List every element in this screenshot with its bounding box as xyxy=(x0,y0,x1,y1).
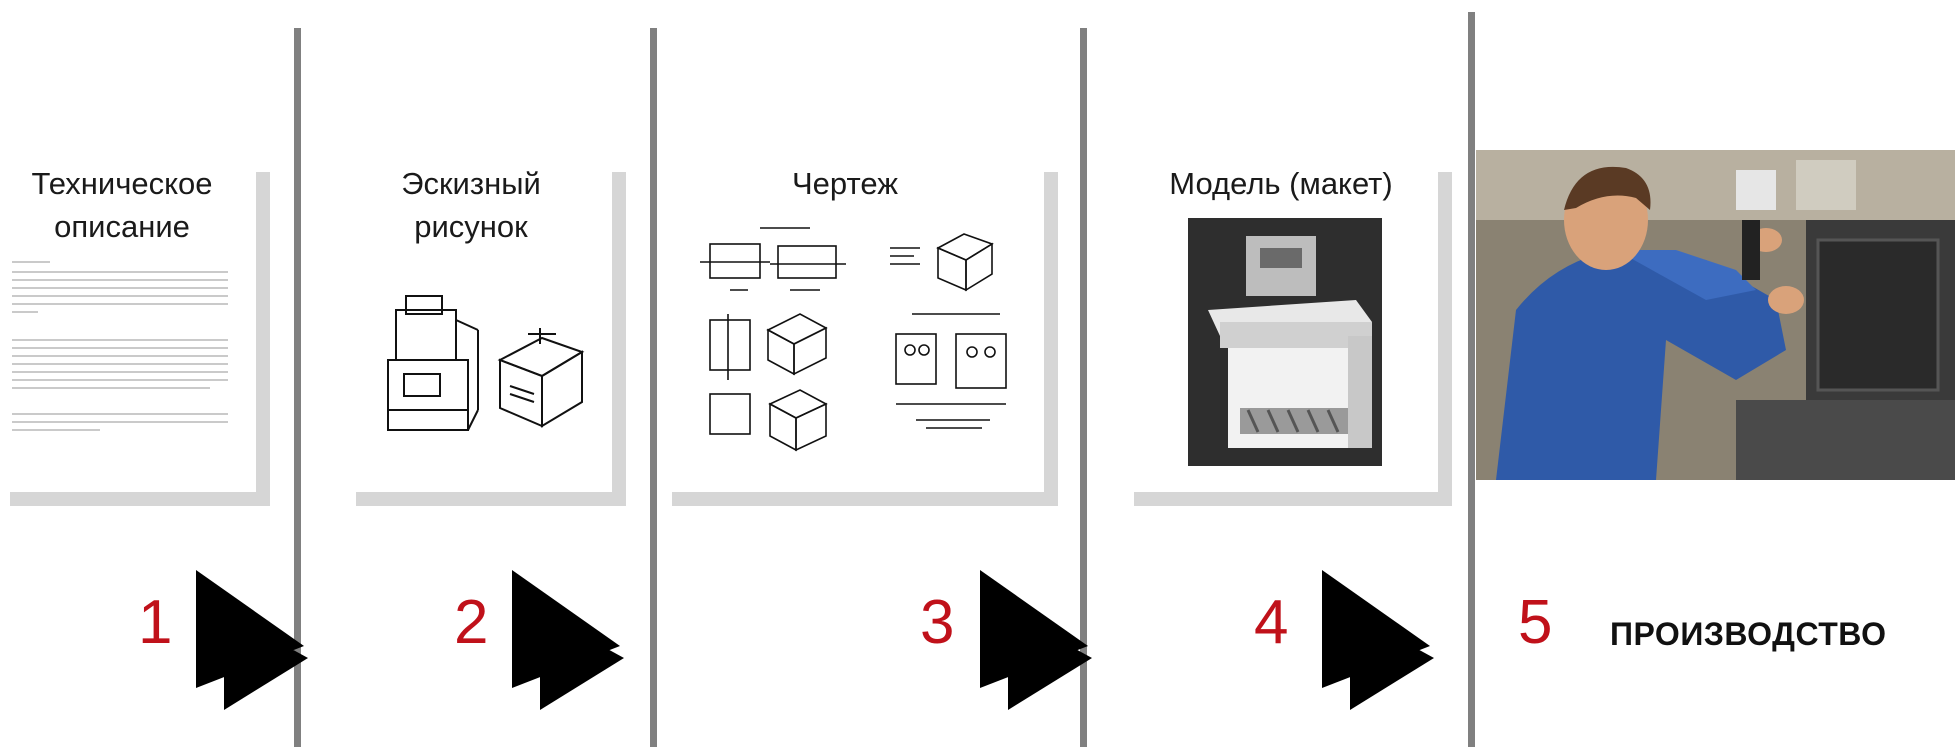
double-arrow-icon xyxy=(1322,570,1434,710)
production-label: ПРОИЗВОДСТВО xyxy=(1610,616,1887,652)
step-number-3: 3 xyxy=(920,588,955,657)
card-drawing xyxy=(662,162,1044,492)
divider-4 xyxy=(1468,12,1475,747)
document-lines-icon xyxy=(12,261,228,431)
machine-model-photo xyxy=(1188,218,1382,466)
divider-3 xyxy=(1080,28,1087,747)
double-arrow-icon xyxy=(980,570,1092,710)
divider-2 xyxy=(650,28,657,747)
double-arrow-icon xyxy=(196,570,308,710)
card-model xyxy=(1124,162,1438,492)
step-title-4: Модель (макет) xyxy=(1169,166,1393,201)
step-title-3: Чертеж xyxy=(792,166,898,201)
divider-1 xyxy=(294,28,301,747)
card-technical-description xyxy=(0,162,256,492)
double-arrow-icon xyxy=(512,570,624,710)
technical-drawing-icon xyxy=(700,227,1007,452)
step-title-2: Эскизный рисунок xyxy=(401,166,541,244)
worker-production-photo xyxy=(1476,150,1955,480)
step-number-1: 1 xyxy=(138,588,173,657)
step-number-2: 2 xyxy=(454,588,489,657)
step-number-4: 4 xyxy=(1254,588,1289,657)
card-sketch xyxy=(346,162,612,492)
step-title-1: Техническое описание xyxy=(31,166,213,244)
step-number-5: 5 xyxy=(1518,588,1553,657)
sketch-drawing-icon xyxy=(387,295,585,431)
